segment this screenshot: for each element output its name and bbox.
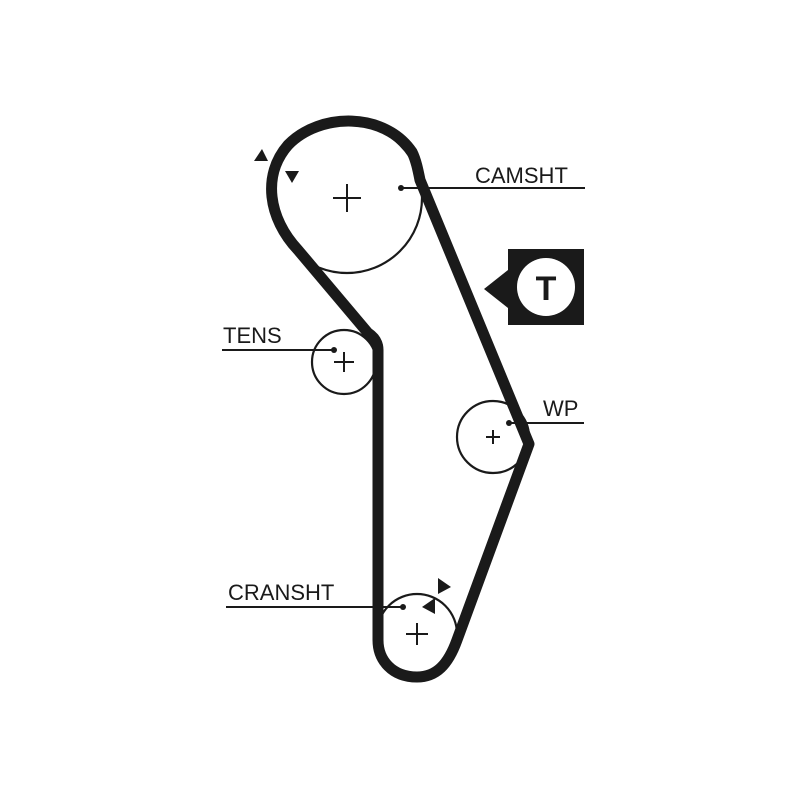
crankshaft-leader [226,604,406,610]
water-pump-label: WP [543,396,578,421]
crankshaft-label: CRANSHT [228,580,334,605]
timing-belt [266,115,535,683]
camshaft-leader [398,185,585,191]
crankshaft-timing-mark-outer [438,578,451,594]
tensioner-symbol: T [484,249,584,325]
crankshaft-timing-mark-inner [422,598,435,614]
water-pump-leader [506,420,584,426]
water-pump-center-cross [486,430,500,444]
tensioner-center-cross [334,352,354,372]
camshaft-timing-mark-outer [254,149,268,161]
tensioner-leader [222,347,337,353]
tensioner-symbol-letter: T [536,270,557,308]
camshaft-center-cross [333,184,361,212]
crankshaft-center-cross [406,623,428,645]
camshaft-timing-mark-inner [285,171,299,183]
camshaft-label: CAMSHT [475,163,568,188]
tensioner-label: TENS [223,323,282,348]
